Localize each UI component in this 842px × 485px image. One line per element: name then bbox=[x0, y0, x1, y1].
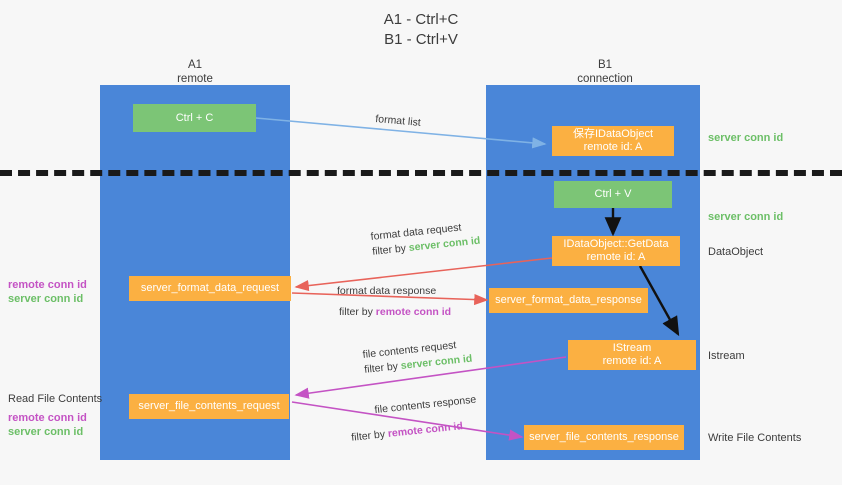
label-file-contents-response: file contents response bbox=[373, 393, 477, 417]
box-ctrl-v[interactable]: Ctrl + V bbox=[554, 181, 672, 208]
box-server-format-data-response[interactable]: server_format_data_response bbox=[489, 288, 648, 313]
box-getdata-line1: IDataObject::GetData bbox=[563, 238, 669, 250]
label-file-contents-request-group: file contents request filter by server c… bbox=[362, 337, 473, 378]
box-server-format-data-request[interactable]: server_format_data_request bbox=[129, 276, 291, 301]
box-server-format-data-request-label: server_format_data_request bbox=[140, 282, 280, 294]
lane-header-a1: A1 remote bbox=[130, 58, 260, 86]
label-file-contents-response-group: file contents response filter by remote … bbox=[348, 393, 480, 446]
title-line-1: A1 - Ctrl+C bbox=[383, 11, 459, 28]
box-server-file-contents-response-label: server_file_contents_response bbox=[529, 431, 679, 443]
box-save-idataobject[interactable]: 保存IDataObject remote id: A bbox=[552, 126, 674, 156]
diagram-title: A1 - Ctrl+C B1 - Ctrl+V bbox=[0, 10, 842, 50]
box-server-file-contents-request[interactable]: server_file_contents_request bbox=[129, 394, 289, 419]
left-label-group-1: remote conn id server conn id bbox=[8, 278, 87, 306]
label-format-data-response-group: format data response filter by remote co… bbox=[337, 284, 451, 320]
label-read-file-contents: Read File Contents bbox=[8, 393, 103, 405]
box-idataobject-getdata[interactable]: IDataObject::GetData remote id: A bbox=[552, 236, 680, 266]
box-ctrl-c[interactable]: Ctrl + C bbox=[133, 104, 256, 132]
phase-separator bbox=[0, 170, 842, 176]
label-format-data-response-filter: filter by remote conn id bbox=[339, 305, 451, 320]
box-server-format-data-response-label: server_format_data_response bbox=[495, 294, 642, 306]
lane-a1-name: A1 bbox=[187, 59, 203, 71]
title-line-2: B1 - Ctrl+V bbox=[384, 31, 458, 48]
box-server-file-contents-response[interactable]: server_file_contents_response bbox=[524, 425, 684, 450]
label-remote-conn-id-left-1: remote conn id bbox=[8, 279, 87, 291]
label-remote-conn-id-left-2: remote conn id bbox=[8, 412, 87, 424]
label-file-contents-response-filter: filter by remote conn id bbox=[351, 417, 480, 445]
label-format-list: format list bbox=[374, 112, 422, 129]
lane-b1-name: B1 bbox=[597, 59, 613, 71]
lane-b1-sub: connection bbox=[577, 73, 633, 85]
box-istream-line1: IStream bbox=[612, 342, 652, 354]
label-istream: Istream bbox=[708, 350, 745, 362]
box-istream-line2: remote id: A bbox=[602, 355, 662, 367]
box-ctrl-v-label: Ctrl + V bbox=[594, 188, 632, 200]
label-server-conn-id-left-2: server conn id bbox=[8, 426, 84, 438]
label-server-conn-id-left-1: server conn id bbox=[8, 293, 84, 305]
label-format-data-response-filter-value: remote conn id bbox=[375, 306, 452, 318]
label-format-data-response: format data response bbox=[337, 285, 437, 297]
label-file-contents-response-filter-value: remote conn id bbox=[387, 420, 464, 440]
label-format-data-request-group: format data request filter by server con… bbox=[370, 219, 481, 260]
left-label-group-2: remote conn id server conn id bbox=[8, 411, 87, 439]
label-server-conn-id-right-2: server conn id bbox=[708, 211, 784, 223]
box-save-idataobject-line2: remote id: A bbox=[583, 141, 643, 153]
label-file-contents-request-filter-prefix: filter by bbox=[363, 360, 402, 376]
lane-header-b1: B1 connection bbox=[540, 58, 670, 86]
label-server-conn-id-right-1: server conn id bbox=[708, 132, 784, 144]
label-write-file-contents: Write File Contents bbox=[708, 432, 802, 444]
label-file-contents-response-filter-prefix: filter by bbox=[350, 428, 389, 444]
box-server-file-contents-request-label: server_file_contents_request bbox=[138, 400, 280, 412]
label-format-data-response-filter-prefix: filter by bbox=[339, 306, 376, 318]
label-format-data-request-filter-prefix: filter by bbox=[371, 242, 410, 258]
box-ctrl-c-label: Ctrl + C bbox=[175, 111, 214, 124]
box-save-idataobject-line1: 保存IDataObject bbox=[572, 128, 654, 140]
box-getdata-line2: remote id: A bbox=[586, 251, 646, 263]
box-istream[interactable]: IStream remote id: A bbox=[568, 340, 696, 370]
label-dataobject: DataObject bbox=[708, 246, 764, 258]
lane-a1-sub: remote bbox=[177, 73, 213, 85]
